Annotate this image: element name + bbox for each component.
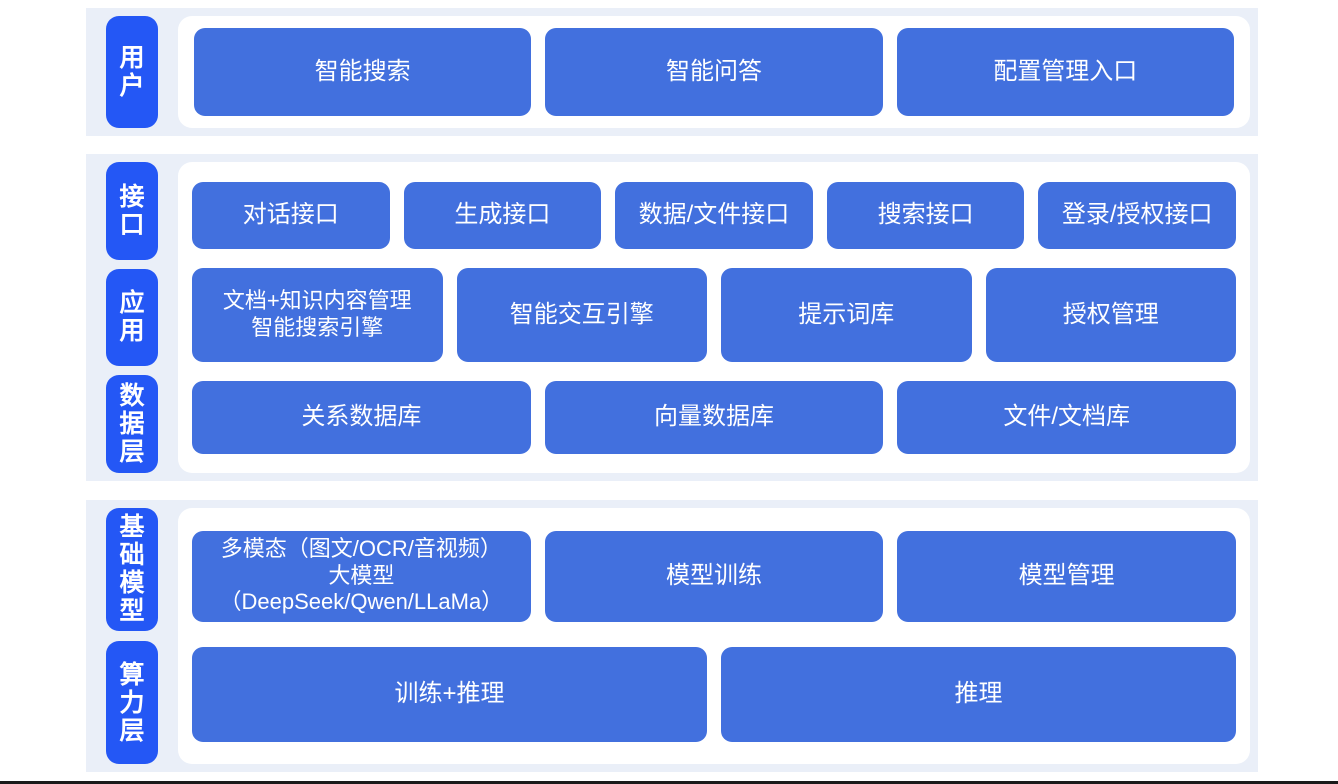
box-search-interface[interactable]: 搜索接口 (826, 181, 1025, 249)
row-foundation-model: 多模态（图文/OCR/音视频） 大模型（DeepSeek/Qwen/LLaMa）… (192, 530, 1237, 622)
layer-label-column-infra: 基础模型 算力层 (86, 500, 178, 772)
box-vector-database[interactable]: 向量数据库 (544, 380, 884, 454)
card-user-layer: 智能搜索 智能问答 配置管理入口 (178, 16, 1250, 128)
box-smart-search[interactable]: 智能搜索 (194, 28, 532, 116)
layer-label-compute-text: 算力层 (119, 660, 145, 745)
box-smart-qa[interactable]: 智能问答 (545, 28, 883, 116)
box-file-document-repository[interactable]: 文件/文档库 (897, 380, 1237, 454)
box-data-file-interface[interactable]: 数据/文件接口 (615, 181, 813, 249)
row-compute: 训练+推理 推理 (192, 646, 1236, 742)
row-user: 智能搜索 智能问答 配置管理入口 (194, 28, 1234, 116)
layer-label-column-user: 用户 (86, 8, 178, 136)
row-interface: 对话接口 生成接口 数据/文件接口 搜索接口 登录/授权接口 (192, 181, 1236, 249)
layer-label-interface-text: 接口 (119, 182, 145, 239)
box-model-training[interactable]: 模型训练 (544, 530, 884, 622)
section-user-layer: 用户 智能搜索 智能问答 配置管理入口 (86, 8, 1258, 136)
box-config-management-entry[interactable]: 配置管理入口 (896, 28, 1234, 116)
box-login-auth-interface[interactable]: 登录/授权接口 (1038, 181, 1236, 249)
layer-label-data: 数据层 (106, 375, 158, 473)
layer-label-user: 用户 (106, 16, 158, 128)
layer-label-data-text: 数据层 (119, 382, 145, 466)
box-prompt-library[interactable]: 提示词库 (721, 267, 972, 362)
box-authorization-management[interactable]: 授权管理 (985, 267, 1236, 362)
box-document-knowledge-management[interactable]: 文档+知识内容管理 智能搜索引擎 (192, 267, 443, 362)
layer-label-compute: 算力层 (106, 641, 158, 764)
layer-label-column-middle: 接口 应用 数据层 (86, 154, 178, 481)
box-dialog-interface[interactable]: 对话接口 (192, 181, 390, 249)
box-generation-interface[interactable]: 生成接口 (403, 181, 602, 249)
layer-label-foundation-model: 基础模型 (106, 508, 158, 631)
card-infrastructure-layers: 多模态（图文/OCR/音视频） 大模型（DeepSeek/Qwen/LLaMa）… (178, 508, 1250, 764)
box-multimodal-large-model[interactable]: 多模态（图文/OCR/音视频） 大模型（DeepSeek/Qwen/LLaMa） (192, 530, 531, 622)
layer-label-application-text: 应用 (119, 289, 145, 346)
row-application: 文档+知识内容管理 智能搜索引擎 智能交互引擎 提示词库 授权管理 (192, 267, 1236, 362)
layer-label-interface: 接口 (106, 162, 158, 260)
box-model-management[interactable]: 模型管理 (897, 530, 1237, 622)
card-middle-layers: 对话接口 生成接口 数据/文件接口 搜索接口 登录/授权接口 文档+知识内容管理… (178, 162, 1250, 473)
section-infrastructure-layers: 基础模型 算力层 多模态（图文/OCR/音视频） 大模型（DeepSeek/Qw… (86, 500, 1258, 772)
row-data: 关系数据库 向量数据库 文件/文档库 (192, 380, 1237, 454)
section-middle-layers: 接口 应用 数据层 对话接口 生成接口 数据/文件接口 搜索接口 登录/授权接口… (86, 154, 1258, 481)
layer-label-application: 应用 (106, 268, 158, 367)
box-relational-database[interactable]: 关系数据库 (192, 380, 531, 454)
box-inference[interactable]: 推理 (721, 646, 1236, 742)
layer-label-user-text: 用户 (119, 44, 145, 100)
box-smart-interaction-engine[interactable]: 智能交互引擎 (456, 267, 707, 362)
box-training-plus-inference[interactable]: 训练+推理 (192, 646, 707, 742)
layer-label-foundation-model-text: 基础模型 (119, 513, 145, 626)
